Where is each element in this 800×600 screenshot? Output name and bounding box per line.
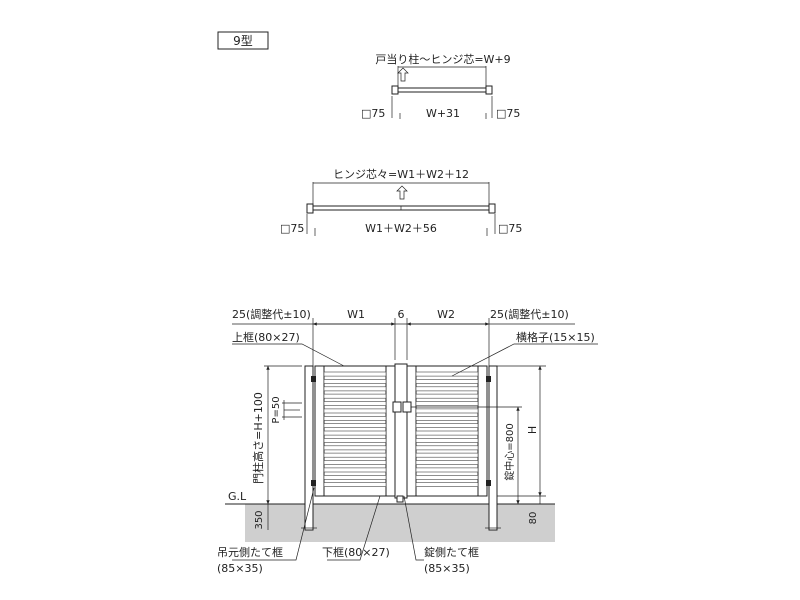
post-right <box>488 365 498 531</box>
p-dim-label: P=50 <box>271 396 282 423</box>
lattice-slat <box>415 415 479 421</box>
ground-label: G.L <box>228 490 247 503</box>
embed-label: 350 <box>254 510 265 529</box>
lattice-slat <box>415 423 479 429</box>
lock-handle-icon <box>402 401 412 413</box>
lattice-slat <box>323 415 387 421</box>
lattice-label: 横格子(15×15) <box>516 330 595 344</box>
lock-stile-size-label: (85×35) <box>424 562 470 575</box>
hinge-icon <box>311 376 316 382</box>
lattice-slat <box>415 430 479 436</box>
w1-label: W1 <box>347 308 365 321</box>
lattice-slat <box>415 386 479 392</box>
post-height-label: 門柱高さ=H+100 <box>251 392 265 484</box>
lattice-slat <box>323 393 387 399</box>
type-label-text: 9型 <box>233 34 253 48</box>
w2-label: W2 <box>437 308 455 321</box>
hinge-stile-label: 吊元側たて框 <box>217 546 283 559</box>
lattice-slat <box>323 401 387 406</box>
adjust-left-label: 25(調整代±10) <box>232 307 311 321</box>
lock-stile-label: 錠側たて框 <box>424 545 479 559</box>
top-frame-label: 上框(80×27) <box>232 331 300 344</box>
center-stile <box>394 363 408 499</box>
lattice-slat <box>415 460 479 465</box>
plan-double-width-label: W1＋W2＋56 <box>365 222 437 235</box>
hinge-stile-size-label: (85×35) <box>217 562 263 575</box>
plan-view-double: ヒンジ芯々=W1＋W2＋12 □75 W1＋W2＋56 □75 <box>280 167 522 236</box>
plan-double-post-left <box>306 203 314 214</box>
lock-stile-left <box>385 365 396 497</box>
lattice-slat <box>415 379 479 384</box>
lattice-slat <box>323 430 387 436</box>
lattice-slat <box>323 452 387 458</box>
lattice-slat <box>415 371 479 377</box>
lattice-slat <box>415 408 479 414</box>
lattice-slat <box>323 482 387 488</box>
hinge-stile-left <box>314 365 325 497</box>
plan-single-gate-bar <box>397 87 487 93</box>
lock-center-label: 錠中心=800 <box>503 423 516 480</box>
plan-single-post-right <box>485 85 493 95</box>
lattice-slat <box>415 452 479 458</box>
plan-double-post-left-label: □75 <box>280 222 304 235</box>
lattice-slat <box>415 393 479 399</box>
plan-single-post-left-label: □75 <box>361 107 385 120</box>
ground-area <box>245 504 555 542</box>
lattice-slat <box>323 379 387 384</box>
height-label: H <box>526 426 539 434</box>
plan-single-top-label: 戸当り柱～ヒンジ芯=W+9 <box>375 52 510 66</box>
lattice-slat <box>415 474 479 480</box>
elevation-view: G.L 25(調整代±10) W1 6 W2 25(調整代±10) <box>217 307 598 575</box>
clearance-label: 80 <box>528 512 539 525</box>
plan-single-post-left <box>391 85 399 95</box>
bottom-frame-label: 下框(80×27) <box>322 546 390 559</box>
hinge-icon <box>311 480 316 486</box>
lattice-left <box>323 371 387 488</box>
plan-single-width-label: W+31 <box>426 107 460 120</box>
drop-rod-icon <box>396 495 404 503</box>
lattice-slat <box>415 438 479 443</box>
lock-handle-icon <box>392 401 402 413</box>
hinge-icon <box>486 480 491 486</box>
lattice-slat <box>323 386 387 392</box>
lock-stile-right <box>406 365 417 497</box>
plan-double-top-label: ヒンジ芯々=W1＋W2＋12 <box>333 167 469 181</box>
post-left <box>304 365 314 531</box>
lattice-slat <box>323 467 387 473</box>
lattice-slat <box>415 482 479 488</box>
lattice-slat <box>323 408 387 414</box>
lattice-slat <box>415 401 479 406</box>
lattice-slat <box>323 423 387 429</box>
lattice-slat <box>415 445 479 451</box>
lattice-slat <box>323 371 387 377</box>
lattice-slat <box>415 467 479 473</box>
plan-view-single: 戸当り柱～ヒンジ芯=W+9 □75 W+31 □75 <box>361 52 520 120</box>
lattice-right <box>415 371 479 488</box>
plan-double-post-right-label: □75 <box>498 222 522 235</box>
hinge-stile-right <box>477 365 488 497</box>
lattice-slat <box>323 474 387 480</box>
type-label: 9型 <box>217 31 269 50</box>
lattice-slat <box>323 438 387 443</box>
gap-label: 6 <box>398 308 405 321</box>
lattice-slat <box>323 445 387 451</box>
adjust-right-label: 25(調整代±10) <box>490 307 569 321</box>
plan-double-post-right <box>488 203 496 214</box>
opening-arrow-icon <box>397 67 409 82</box>
hinge-icon <box>486 376 491 382</box>
opening-arrow-icon <box>396 185 408 200</box>
plan-single-post-right-label: □75 <box>496 107 520 120</box>
lattice-slat <box>323 460 387 465</box>
